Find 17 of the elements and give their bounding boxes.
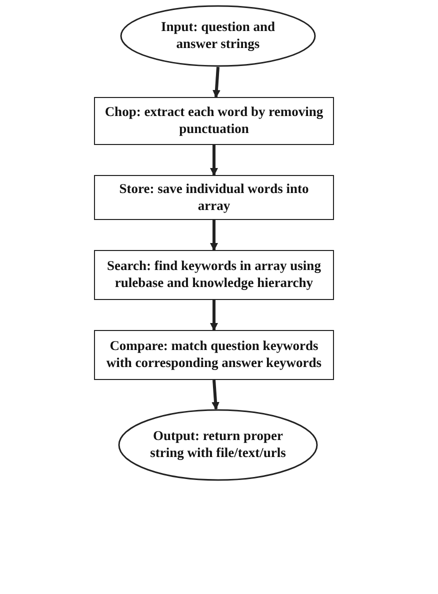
arrow [210, 220, 218, 251]
node-label: Store: save individual words into array [118, 180, 310, 214]
node-label: Chop: extract each word by removing punctuation [104, 104, 324, 138]
terminal-ellipse [120, 5, 316, 67]
process-box [94, 330, 334, 380]
arrow [212, 66, 220, 98]
node-label: Input: question and answer strings [160, 19, 276, 53]
process-box [94, 250, 334, 300]
process-box [94, 97, 334, 145]
arrow [212, 380, 220, 410]
node-label: Search: find keywords in array using rulebase and knowledge hierarchy [106, 258, 322, 292]
node-label: Output: return proper string with file/text/urls [149, 428, 287, 462]
terminal-ellipse [118, 409, 318, 481]
arrow [210, 145, 218, 176]
arrow [210, 300, 218, 331]
process-box [94, 175, 334, 220]
node-label: Compare: match question keywords with corresponding answer keywords [105, 338, 323, 372]
